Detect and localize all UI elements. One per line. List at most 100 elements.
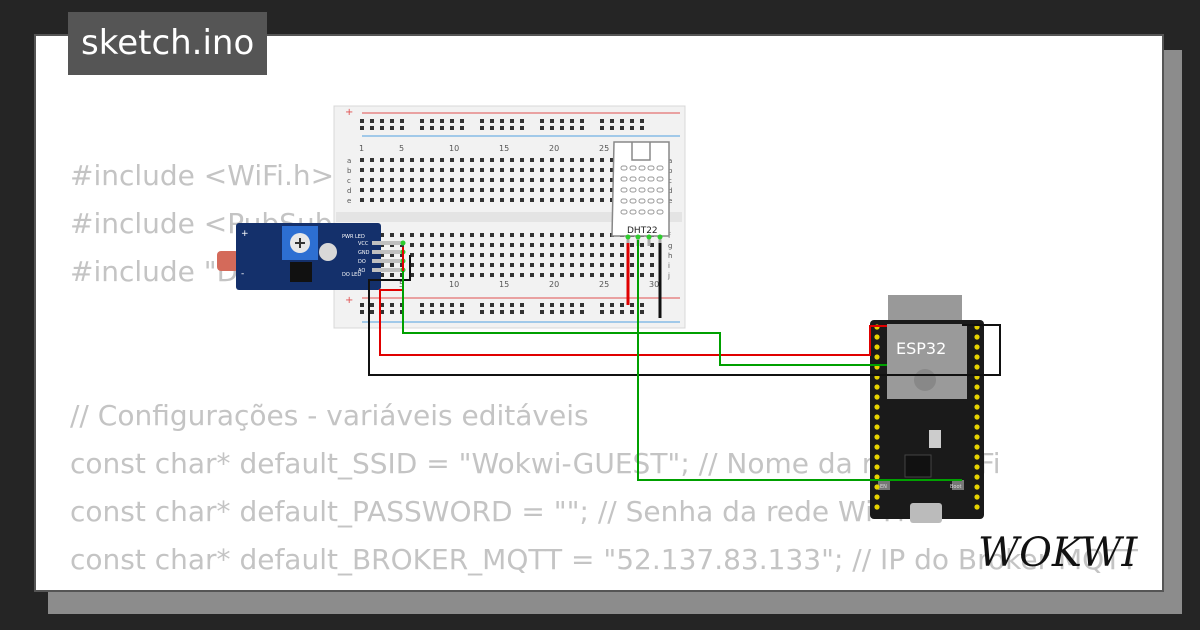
esp32-pin [874, 404, 880, 410]
esp32-pin [874, 484, 880, 490]
row-letter: c [347, 177, 351, 185]
dht22-mount-hole [631, 142, 651, 161]
esp32-pin [974, 344, 980, 350]
dht22-leg [658, 236, 662, 246]
column-number: 20 [549, 280, 559, 289]
row-letter: i [668, 262, 670, 270]
esp32-pin [874, 344, 880, 350]
ldr-pins: VCC GND DO AO [358, 240, 406, 274]
ldr-pin-label: AO [358, 268, 365, 274]
row-letter: c [668, 177, 672, 185]
esp32-pin [974, 464, 980, 470]
dht22-sensor[interactable]: DHT22 [611, 141, 670, 246]
regulator-chip [929, 430, 941, 448]
column-number: 5 [399, 144, 404, 153]
potentiometer-slot-icon [295, 238, 305, 248]
column-number: 15 [499, 280, 509, 289]
row-letter: a [668, 157, 672, 165]
esp32-pin [874, 384, 880, 390]
ldr-led [319, 243, 337, 261]
esp32-pin [874, 334, 880, 340]
breadboard-center-channel [336, 212, 682, 222]
esp32-pin [974, 484, 980, 490]
sketch-title-badge: sketch.ino [68, 12, 268, 75]
boot-button[interactable] [952, 480, 964, 490]
code-line: #include <WiFi.h> [70, 159, 335, 192]
polarity-minus: - [241, 269, 244, 279]
wires [368, 240, 1001, 481]
esp32-pin [974, 364, 980, 370]
row-letter: h [668, 252, 672, 260]
ldr-pin-label: DO [358, 259, 366, 265]
esp32-label: ESP32 [896, 339, 946, 358]
code-line: // Configurações - variáveis editáveis [70, 399, 589, 432]
ldr-pin-label: GND [358, 250, 370, 256]
column-number: 10 [449, 144, 459, 153]
esp32-pin [874, 494, 880, 500]
wire-green-dht [637, 240, 962, 481]
row-letter: j [667, 272, 670, 280]
polarity-plus: + [241, 229, 249, 239]
esp32-pin [874, 424, 880, 430]
column-number: 1 [359, 144, 364, 153]
dht22-grille [620, 165, 664, 215]
esp32-pin [974, 404, 980, 410]
code-line: const char* default_PASSWORD = ""; // Se… [70, 495, 905, 528]
ldr-pin [372, 250, 402, 254]
esp32-pin [974, 434, 980, 440]
row-letter: e [668, 197, 672, 205]
ldr-pin-label: VCC [358, 241, 369, 247]
esp32-pin [874, 414, 880, 420]
esp32-pin [974, 424, 980, 430]
en-button-label: EN [880, 484, 887, 490]
esp32-pin [974, 334, 980, 340]
esp32-pin [974, 494, 980, 500]
row-letter: b [347, 167, 352, 175]
esp32-pin [974, 504, 980, 510]
row-letter: d [668, 187, 672, 195]
ldr-pin [372, 259, 402, 263]
column-number: 25 [599, 280, 609, 289]
column-number: 5 [399, 280, 404, 289]
esp32-pin [974, 354, 980, 360]
connection-dot [646, 234, 652, 240]
micro-usb-port [910, 503, 942, 523]
dht22-leg [647, 236, 651, 246]
esp32-pin [874, 444, 880, 450]
esp32-pin [974, 394, 980, 400]
esp32-pin [874, 504, 880, 510]
row-letter: g [668, 242, 672, 250]
ldr-module[interactable]: + - PWR LED DO LED VCC GND DO AO [217, 223, 406, 290]
do-led-label: DO LED [342, 272, 361, 278]
wire-green-ao [402, 271, 887, 366]
ldr-pin [372, 268, 402, 272]
column-number: 20 [549, 144, 559, 153]
pwr-led-label: PWR LED [342, 234, 365, 240]
usb-uart-chip [904, 454, 932, 478]
dht22-label: DHT22 [627, 226, 658, 236]
connection-dot [635, 234, 641, 240]
connection-dot [657, 234, 663, 240]
esp32-pin [874, 434, 880, 440]
boot-button-label: Boot [950, 484, 962, 490]
connection-dot [400, 240, 406, 246]
column-number: 25 [599, 144, 609, 153]
row-letter: b [668, 167, 673, 175]
en-button[interactable] [878, 480, 890, 490]
esp32-pin [874, 454, 880, 460]
esp32-board[interactable]: ESP32 EN Boot [870, 295, 984, 523]
espressif-logo-icon [914, 369, 936, 391]
ldr-pin [372, 241, 402, 245]
esp32-pin [974, 384, 980, 390]
ldr-sensor [217, 251, 239, 271]
esp32-pin [974, 444, 980, 450]
wokwi-logo: WOKWI [978, 530, 1138, 576]
wire-black-gnd [368, 255, 1001, 376]
esp32-pin [974, 454, 980, 460]
code-line: const char* default_BROKER_MQTT = "52.13… [70, 543, 1138, 576]
row-letter: e [347, 197, 351, 205]
row-letter: d [347, 187, 351, 195]
row-letter: a [347, 157, 351, 165]
rail-plus-sign-bottom: + [345, 295, 353, 306]
